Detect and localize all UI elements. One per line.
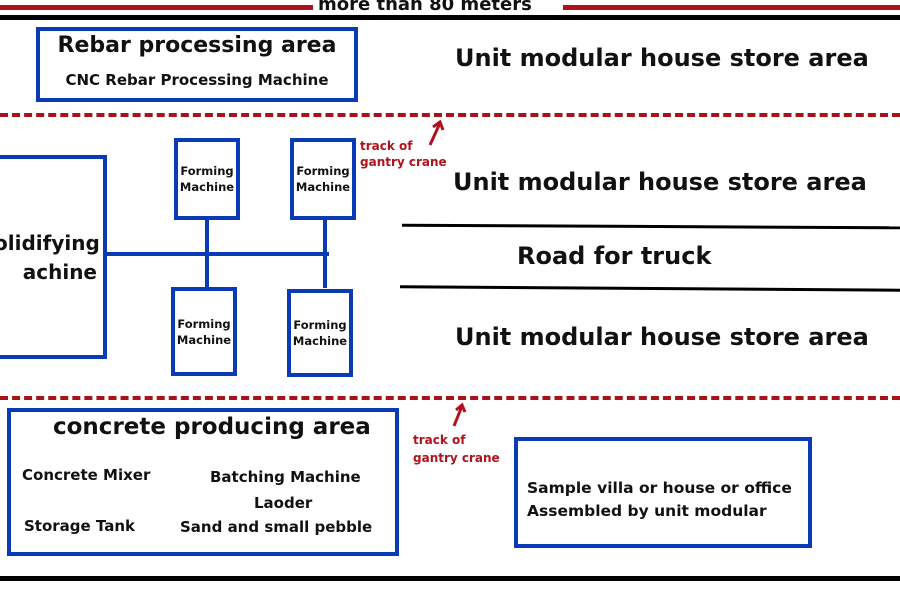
rebar-area-subtitle: CNC Rebar Processing Machine — [65, 71, 329, 89]
sample-villa-area: Sample villa or house or office Assemble… — [514, 437, 812, 548]
storage-tank: Storage Tank — [24, 517, 136, 535]
gantry-crane-track-top — [0, 113, 900, 117]
solidifying-machine: olidifying achine — [0, 155, 107, 359]
store-area-top: Unit modular house store area — [455, 44, 869, 72]
connector-vertical-left — [205, 218, 209, 288]
batching-machine: Batching Machine — [210, 468, 361, 486]
concrete-area-title: concrete producing area — [53, 414, 371, 440]
crane-track-label-bottom: track of gantry crane — [413, 433, 500, 465]
loader: Laoder — [254, 494, 313, 512]
crane-track-label-top: track of gantry crane — [360, 139, 447, 169]
connector-vertical-right — [323, 218, 327, 288]
store-area-middle: Unit modular house store area — [453, 168, 867, 196]
sample-line2: Assembled by unit modular — [527, 502, 767, 520]
arrow-up-icon — [452, 402, 467, 427]
road-label: Road for truck — [517, 242, 712, 270]
arrow-up-icon — [428, 119, 445, 146]
rebar-area-title: Rebar processing area — [57, 33, 337, 58]
concrete-producing-area: concrete producing area Concrete Mixer B… — [7, 408, 399, 556]
span-line-left — [0, 5, 313, 10]
span-line-right — [563, 5, 900, 10]
sand-and-small-pebble: Sand and small pebble — [180, 518, 373, 536]
connector-horizontal — [103, 252, 329, 256]
store-area-bottom: Unit modular house store area — [455, 323, 869, 351]
road-line-bottom — [399, 285, 900, 292]
concrete-mixer: Concrete Mixer — [22, 466, 151, 484]
solidifying-line1: olidifying — [0, 231, 100, 255]
span-label: more than 80 meters — [318, 0, 532, 15]
rebar-processing-area: Rebar processing area CNC Rebar Processi… — [36, 27, 358, 102]
road-line-top — [401, 223, 900, 230]
top-border — [0, 15, 900, 20]
sample-line1: Sample villa or house or office — [527, 479, 792, 497]
bottom-border — [0, 576, 900, 581]
solidifying-line2: achine — [22, 260, 97, 284]
gantry-crane-track-bottom — [0, 396, 900, 400]
